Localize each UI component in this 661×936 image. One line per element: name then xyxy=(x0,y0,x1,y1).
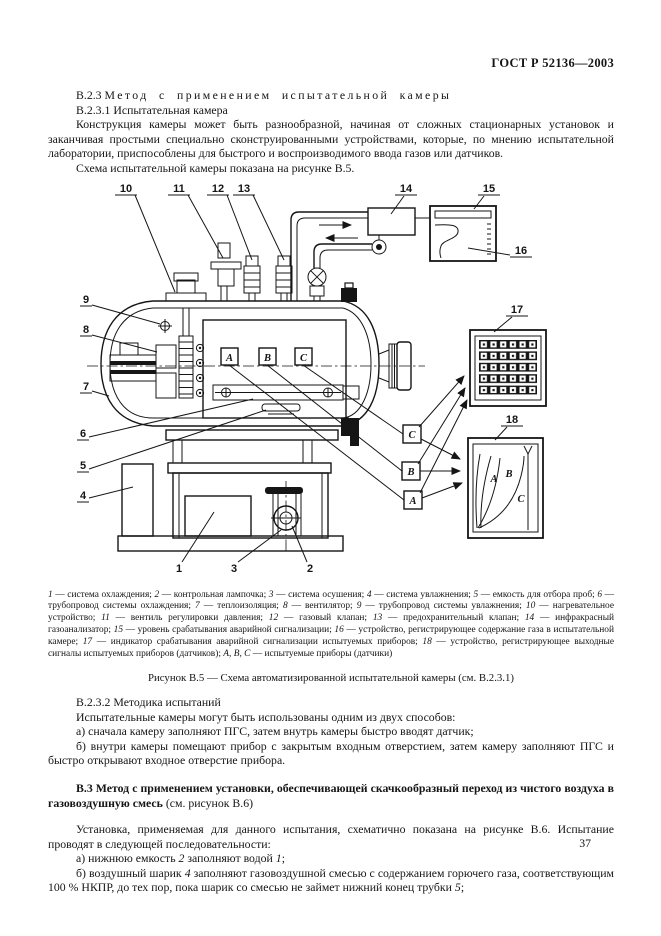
figure-legend: 1 — система охлаждения; 2 — контрольная … xyxy=(48,589,615,659)
sensor-a: A xyxy=(220,346,239,366)
signal-box-a-label: A xyxy=(408,496,416,507)
section-b232: В.2.3.2 Методика испытаний Испытательные… xyxy=(48,695,614,768)
signal-box-c-label: C xyxy=(408,430,416,441)
callout-18: 18 xyxy=(506,414,518,426)
section-b23: В.2.3 Метод с применением испытательной … xyxy=(48,88,614,176)
callout-3: 3 xyxy=(231,563,237,575)
callout-11: 11 xyxy=(173,183,185,195)
list-item-a: а) нижнюю емкость 2 заполняют водой 1; xyxy=(76,851,285,866)
callout-13: 13 xyxy=(238,183,250,195)
heading-b23: В.2.3 Метод с применением испытательной … xyxy=(76,88,452,102)
heater-element xyxy=(178,307,194,399)
curve-b-label: B xyxy=(504,469,512,480)
signal-box-b: B xyxy=(401,460,421,481)
signal-box-b-label: B xyxy=(406,467,414,478)
alarm-signal-arrows xyxy=(417,374,468,493)
heading-b231: В.2.3.1 Испытательная камера xyxy=(76,102,228,117)
gas-recorder xyxy=(429,204,497,262)
drying-device xyxy=(265,480,303,553)
callout-17: 17 xyxy=(511,304,523,316)
paragraph: Конструкция камеры может быть разнообраз… xyxy=(48,117,614,161)
sensor-shelf xyxy=(212,384,360,401)
gas-valve-12 xyxy=(243,255,261,301)
sampling-tray xyxy=(261,403,301,415)
callout-8: 8 xyxy=(83,324,89,336)
figure-b5-diagram: A B C xyxy=(77,183,547,575)
sensor-a-label: A xyxy=(225,353,233,364)
doc-number: ГОСТ Р 52136—2003 xyxy=(491,56,614,70)
safety-valve-13 xyxy=(275,255,293,301)
callout-5: 5 xyxy=(80,460,86,472)
callout-12: 12 xyxy=(212,183,224,195)
callout-15: 15 xyxy=(483,183,495,195)
callout-9: 9 xyxy=(83,294,89,306)
heading-b23-title: Метод с применением испытательной камеры xyxy=(104,88,452,102)
callout-7: 7 xyxy=(83,381,89,393)
signal-box-a: A xyxy=(403,489,423,510)
list-item-a: а) сначала камеру заполняют ПГС, затем в… xyxy=(76,724,474,739)
sensor-b: B xyxy=(258,346,277,366)
figure-caption: Рисунок В.5 — Схема автоматизированной и… xyxy=(148,672,514,685)
sensor-b-label: B xyxy=(263,353,271,364)
curve-a-label: A xyxy=(489,474,497,485)
heading-b3: В.3 Метод с применением установки, обесп… xyxy=(48,780,614,810)
sensor-c-label: C xyxy=(300,353,308,364)
gas-sampling-piping xyxy=(290,210,387,301)
shutoff-valve xyxy=(307,267,327,301)
signal-recorder: A B C xyxy=(467,436,544,539)
chamber-fan-motor xyxy=(378,340,412,391)
callout-4: 4 xyxy=(80,490,87,502)
inner-test-space: A B C xyxy=(109,272,360,419)
callout-16: 16 xyxy=(515,245,527,257)
list-item-b: б) внутри камеры помещают прибор с закры… xyxy=(48,738,614,768)
heading-b232: В.2.3.2 Методика испытаний xyxy=(76,694,221,709)
alarm-indicator-panel xyxy=(469,328,547,407)
heater-gland-fitting xyxy=(165,272,207,302)
callout-1: 1 xyxy=(176,563,182,575)
curve-c-label: C xyxy=(517,494,525,505)
paragraph: Схема испытательной камеры показана на р… xyxy=(76,160,355,175)
humidifier-port xyxy=(158,318,172,333)
inner-wall-bolts xyxy=(195,343,205,397)
page-number: 37 xyxy=(579,836,591,850)
pressure-valve-11 xyxy=(210,242,242,301)
base-cabinet xyxy=(117,428,344,553)
list-item-b: б) воздушный шарик 4 заполняют газовозду… xyxy=(48,865,615,895)
gas-analyzer-box xyxy=(367,206,416,236)
sensor-signal-lines xyxy=(228,364,405,500)
callout-2: 2 xyxy=(307,563,313,575)
paragraph: Испытательные камеры могут быть использо… xyxy=(76,709,456,724)
circulation-pump xyxy=(371,234,387,255)
callout-14: 14 xyxy=(400,183,413,195)
sensor-c: C xyxy=(294,346,313,366)
callout-6: 6 xyxy=(80,428,86,440)
recorder-signal-arrows xyxy=(420,438,463,499)
section-b3: Установка, применяемая для данного испыт… xyxy=(48,822,614,895)
signal-box-c: C xyxy=(402,423,422,444)
figure-callouts: 10 11 12 13 14 15 16 17 18 9 8 xyxy=(77,183,532,575)
fan-assembly xyxy=(109,342,177,399)
figure-b5: A B C xyxy=(53,180,614,585)
callout-10: 10 xyxy=(120,183,132,195)
paragraph: Установка, применяемая для данного испыт… xyxy=(48,822,614,851)
